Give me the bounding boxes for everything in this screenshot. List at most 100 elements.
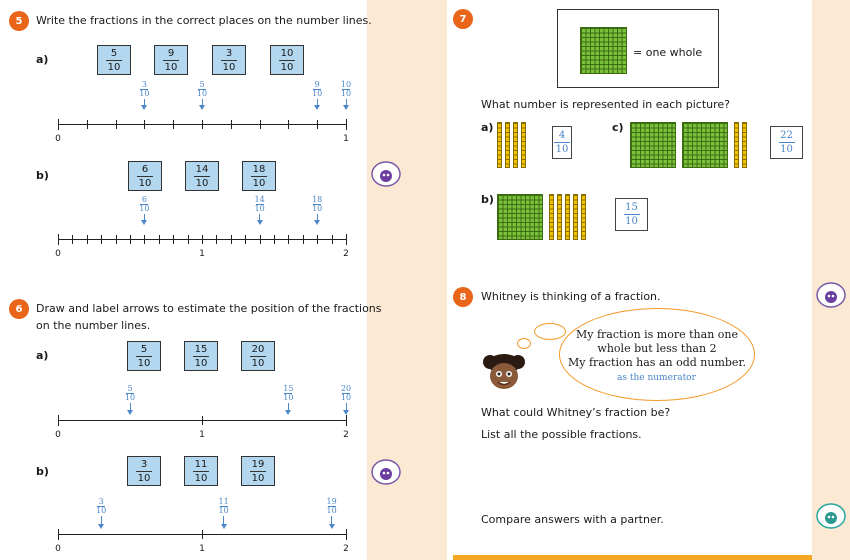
ten-rod — [573, 194, 578, 240]
fraction-numerator: 10 — [280, 47, 294, 59]
fraction-bar — [136, 470, 152, 472]
fraction-numerator: 5 — [140, 343, 148, 355]
fraction-bar — [250, 355, 266, 357]
arrow-numerator: 14 — [254, 195, 265, 204]
arrow-denominator: 10 — [218, 506, 229, 515]
arrow-shaft — [345, 99, 347, 108]
ten-rod — [513, 122, 518, 168]
fraction-denominator: 10 — [137, 357, 151, 369]
axis-tick-label: 0 — [55, 134, 61, 144]
part-label: b) — [36, 465, 49, 478]
arrow-fraction-bar — [97, 506, 106, 507]
fraction-denominator: 10 — [280, 61, 294, 73]
arrow-shaft — [143, 99, 145, 108]
fraction-denominator: 10 — [107, 61, 121, 73]
question-number: 7 — [453, 9, 473, 29]
key-text: = one whole — [633, 46, 703, 59]
fraction-denominator: 10 — [137, 472, 151, 484]
fraction-bar — [279, 59, 295, 61]
arrow-head — [141, 220, 148, 225]
compare-text: Compare answers with a partner. — [481, 513, 664, 526]
fraction-denominator: 10 — [164, 61, 178, 73]
arrow-numerator: 10 — [340, 80, 352, 89]
part-label: c) — [612, 121, 624, 134]
ten-rod — [505, 122, 510, 168]
fraction-denominator: 10 — [252, 177, 266, 189]
arrow-fraction-bar — [140, 204, 149, 205]
arrow-denominator: 10 — [139, 89, 150, 98]
page-gutter — [447, 0, 453, 560]
arrow-numerator: 5 — [127, 384, 133, 393]
arrow-fraction-bar — [327, 506, 336, 507]
axis-tick — [130, 235, 131, 244]
axis-tick — [202, 416, 203, 425]
question-number: 6 — [9, 299, 29, 319]
arrow-fraction-bar — [126, 393, 134, 394]
discussion-mascot-icon — [371, 459, 401, 485]
q8-question1: What could Whitney’s fraction be? — [481, 406, 671, 419]
fraction-numerator: 9 — [167, 47, 175, 59]
axis-tick — [317, 120, 319, 129]
axis-tick — [274, 235, 275, 244]
fraction-bar — [106, 59, 122, 61]
fraction-numerator: 18 — [252, 163, 266, 175]
fraction-numerator: 20 — [251, 343, 265, 355]
axis-tick — [245, 235, 247, 244]
question-number: 8 — [453, 287, 473, 307]
handwritten-note: as the numerator — [617, 373, 696, 383]
fraction-denominator: 10 — [194, 357, 208, 369]
arrow-shaft — [143, 214, 145, 223]
fraction-numerator: 6 — [141, 163, 149, 175]
discussion-mascot-icon — [816, 282, 846, 308]
arrow-denominator: 10 — [340, 393, 352, 402]
question-number: 5 — [9, 11, 29, 31]
arrow-numerator: 19 — [326, 497, 337, 506]
axis-tick-label: 2 — [343, 544, 349, 554]
arrow-shaft — [259, 214, 261, 223]
hundred-flat-icon — [580, 27, 627, 74]
arrow-denominator: 10 — [124, 393, 136, 402]
fraction-numerator: 5 — [110, 47, 118, 59]
arrow-head — [98, 524, 105, 529]
axis-tick — [86, 235, 88, 244]
fraction-denominator: 10 — [251, 472, 265, 484]
ten-rod — [734, 122, 739, 168]
axis-tick — [72, 235, 74, 244]
arrow-denominator: 10 — [312, 204, 323, 213]
arrow-shaft — [316, 99, 318, 108]
fraction-bar — [136, 355, 152, 357]
part-label: a) — [36, 53, 49, 66]
part-label: a) — [36, 349, 49, 362]
arrow-head — [199, 105, 205, 110]
fraction-numerator: 11 — [194, 458, 208, 470]
fraction-bar — [193, 470, 209, 472]
fraction-bar — [193, 355, 209, 357]
arrow-fraction-bar — [255, 204, 264, 205]
part-label: a) — [481, 121, 494, 134]
fraction-bar — [221, 59, 237, 61]
axis-tick-label: 2 — [343, 430, 349, 440]
arrow-denominator: 10 — [196, 89, 208, 98]
bubble-text-line3: My fraction has an odd number. — [568, 356, 746, 369]
axis-tick — [173, 120, 175, 129]
q5-instruction: Write the fractions in the correct place… — [36, 14, 372, 27]
thought-bubble — [559, 308, 755, 401]
arrow-numerator: 18 — [312, 195, 323, 204]
axis-end — [58, 119, 59, 130]
arrow-shaft — [316, 214, 318, 223]
fraction-denominator: 10 — [251, 357, 265, 369]
